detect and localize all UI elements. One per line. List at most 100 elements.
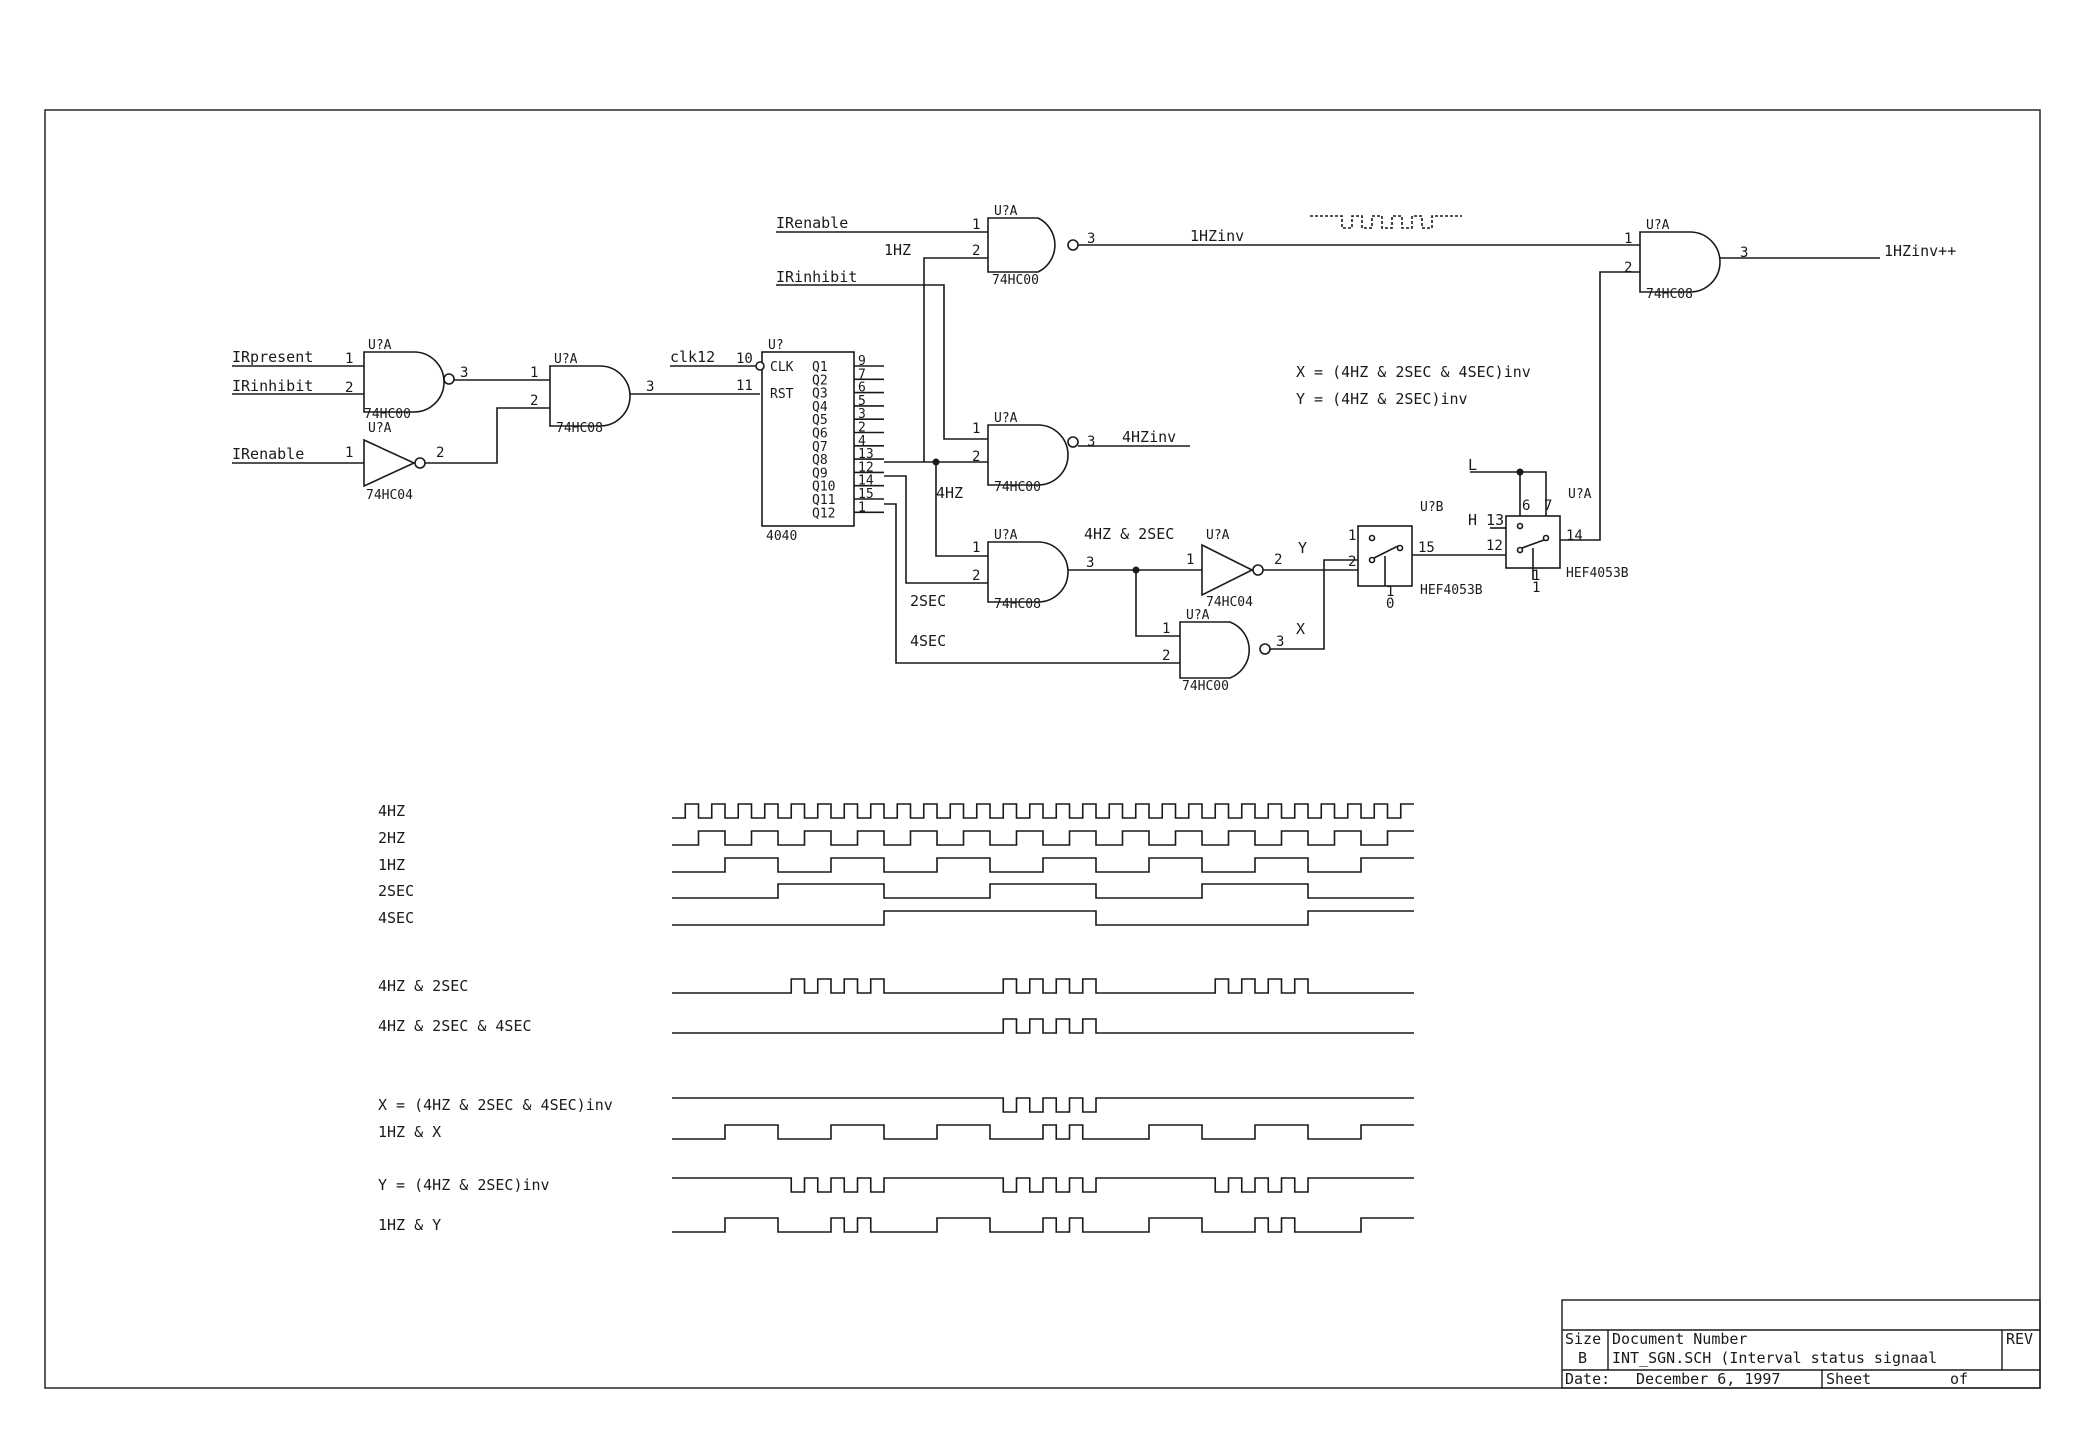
counter-output-pin: 2 — [858, 421, 866, 436]
counter-output-pin: 14 — [858, 474, 874, 489]
svg-text:10: 10 — [736, 351, 753, 367]
svg-text:1: 1 — [1624, 231, 1632, 247]
net-4hz-inv: 4HZinv — [1122, 428, 1176, 446]
svg-text:1: 1 — [530, 365, 538, 381]
svg-text:U?A: U?A — [368, 338, 392, 353]
inverter-1: U?A 74HC04 1 2 — [345, 421, 444, 503]
svg-text:74HC08: 74HC08 — [1646, 287, 1693, 302]
svg-text:2: 2 — [972, 243, 980, 259]
timing-waveform — [672, 857, 1414, 873]
counter-output-pin: 3 — [858, 407, 866, 422]
svg-text:1: 1 — [345, 351, 353, 367]
title-date-value: December 6, 1997 — [1636, 1370, 1781, 1388]
svg-text:1: 1 — [1386, 584, 1394, 600]
title-date-label: Date: — [1565, 1370, 1610, 1388]
svg-text:U?B: U?B — [1420, 500, 1444, 515]
svg-text:3: 3 — [460, 365, 468, 381]
and-gate-output: U?A 74HC08 1 2 3 — [1624, 218, 1748, 302]
sheet-border — [44, 109, 2041, 1389]
svg-text:RST: RST — [770, 387, 794, 402]
svg-text:HEF4053B: HEF4053B — [1420, 583, 1483, 598]
svg-text:7: 7 — [1544, 498, 1552, 514]
svg-text:2: 2 — [1624, 260, 1632, 276]
timing-label: X = (4HZ & 2SEC & 4SEC)inv — [378, 1096, 613, 1114]
timing-label: 1HZ — [378, 856, 405, 874]
svg-text:1: 1 — [972, 421, 980, 437]
net-2sec: 2SEC — [910, 592, 946, 610]
timing-label: 4HZ & 2SEC & 4SEC — [378, 1017, 532, 1035]
svg-text:12: 12 — [1486, 538, 1503, 554]
svg-text:1: 1 — [972, 540, 980, 556]
svg-text:3: 3 — [1086, 555, 1094, 571]
nand-gate-4hz: U?A 74HC00 1 2 3 — [972, 411, 1095, 495]
svg-text:U?A: U?A — [1206, 528, 1230, 543]
counter-output-label: Q11 — [812, 493, 835, 508]
svg-text:1: 1 — [1162, 621, 1170, 637]
svg-text:15: 15 — [1418, 540, 1435, 556]
counter-output-label: Q12 — [812, 506, 835, 521]
svg-text:1: 1 — [1348, 528, 1356, 544]
counter-output-pin: 5 — [858, 394, 866, 409]
svg-text:U?A: U?A — [994, 528, 1018, 543]
counter-output-pin: 12 — [858, 460, 874, 475]
title-block: Size B Document Number INT_SGN.SCH (Inte… — [1561, 1299, 2041, 1389]
timing-waveform — [672, 978, 1414, 994]
svg-text:3: 3 — [646, 379, 654, 395]
nand-gate-1: U?A 74HC00 1 2 3 — [345, 338, 468, 422]
net-clk12: clk12 — [670, 348, 715, 366]
svg-text:1: 1 — [1532, 580, 1540, 596]
counter-output-label: Q1 — [812, 360, 828, 375]
svg-text:U?A: U?A — [1568, 487, 1592, 502]
svg-text:2: 2 — [530, 393, 538, 409]
counter-output-label: Q8 — [812, 453, 828, 468]
net-4hz-2sec: 4HZ & 2SEC — [1084, 525, 1174, 543]
svg-text:74HC08: 74HC08 — [556, 421, 603, 436]
mux-hef4053b-1: U?B HEF4053B 1 2 15 1 0 — [1348, 500, 1483, 612]
title-size-label: Size — [1565, 1330, 1601, 1348]
input-logic: U?A 74HC00 1 2 3 IRpresent IRinhibit U?A… — [232, 338, 760, 503]
counter-output-label: Q5 — [812, 413, 828, 428]
net-x: X — [1296, 620, 1305, 638]
svg-text:2: 2 — [972, 449, 980, 465]
counter-output-pin: 4 — [858, 434, 866, 449]
svg-text:3: 3 — [1087, 434, 1095, 450]
svg-text:2: 2 — [1162, 648, 1170, 664]
timing-waveform — [672, 910, 1414, 926]
svg-text:U?A: U?A — [554, 352, 578, 367]
timing-label: Y = (4HZ & 2SEC)inv — [378, 1176, 550, 1194]
net-ir-present: IRpresent — [232, 348, 313, 366]
net-1hz: 1HZ — [884, 241, 911, 259]
svg-text:U?A: U?A — [994, 411, 1018, 426]
title-doc-label: Document Number — [1612, 1330, 1747, 1348]
svg-text:U?A: U?A — [368, 421, 392, 436]
counter-output-label: Q2 — [812, 373, 828, 388]
counter-output-pin: 6 — [858, 381, 866, 396]
counter-output-pin: 1 — [858, 500, 866, 515]
counter-output-pin: 15 — [858, 487, 874, 502]
svg-text:74HC00: 74HC00 — [1182, 679, 1229, 694]
svg-text:74HC08: 74HC08 — [994, 597, 1041, 612]
svg-text:U?A: U?A — [994, 204, 1018, 219]
mux-hef4053b-2: U?A HEF4053B 6 7 12 14 1 1 — [1486, 487, 1629, 596]
net-l: L — [1468, 456, 1477, 474]
svg-text:3: 3 — [1276, 634, 1284, 650]
inverter-middle: U?A 74HC04 1 2 — [1186, 528, 1282, 610]
svg-text:11: 11 — [736, 378, 753, 394]
title-doc-value: INT_SGN.SCH (Interval status signaal — [1612, 1349, 1937, 1367]
svg-text:74HC04: 74HC04 — [1206, 595, 1253, 610]
svg-text:1: 1 — [345, 445, 353, 461]
svg-text:HEF4053B: HEF4053B — [1566, 566, 1629, 581]
counter-output-label: Q6 — [812, 427, 828, 442]
svg-text:2: 2 — [436, 445, 444, 461]
net-4hz: 4HZ — [936, 484, 963, 502]
svg-text:2: 2 — [972, 568, 980, 584]
net-1hz-inv: 1HZinv — [1190, 227, 1244, 245]
svg-text:14: 14 — [1566, 528, 1583, 544]
timing-label: 1HZ & X — [378, 1123, 441, 1141]
timing-waveform — [672, 1217, 1414, 1233]
timing-waveform — [672, 1018, 1414, 1034]
nand-gate-top: U?A 74HC00 1 2 3 — [972, 204, 1095, 288]
counter-output-pin: 7 — [858, 367, 866, 382]
